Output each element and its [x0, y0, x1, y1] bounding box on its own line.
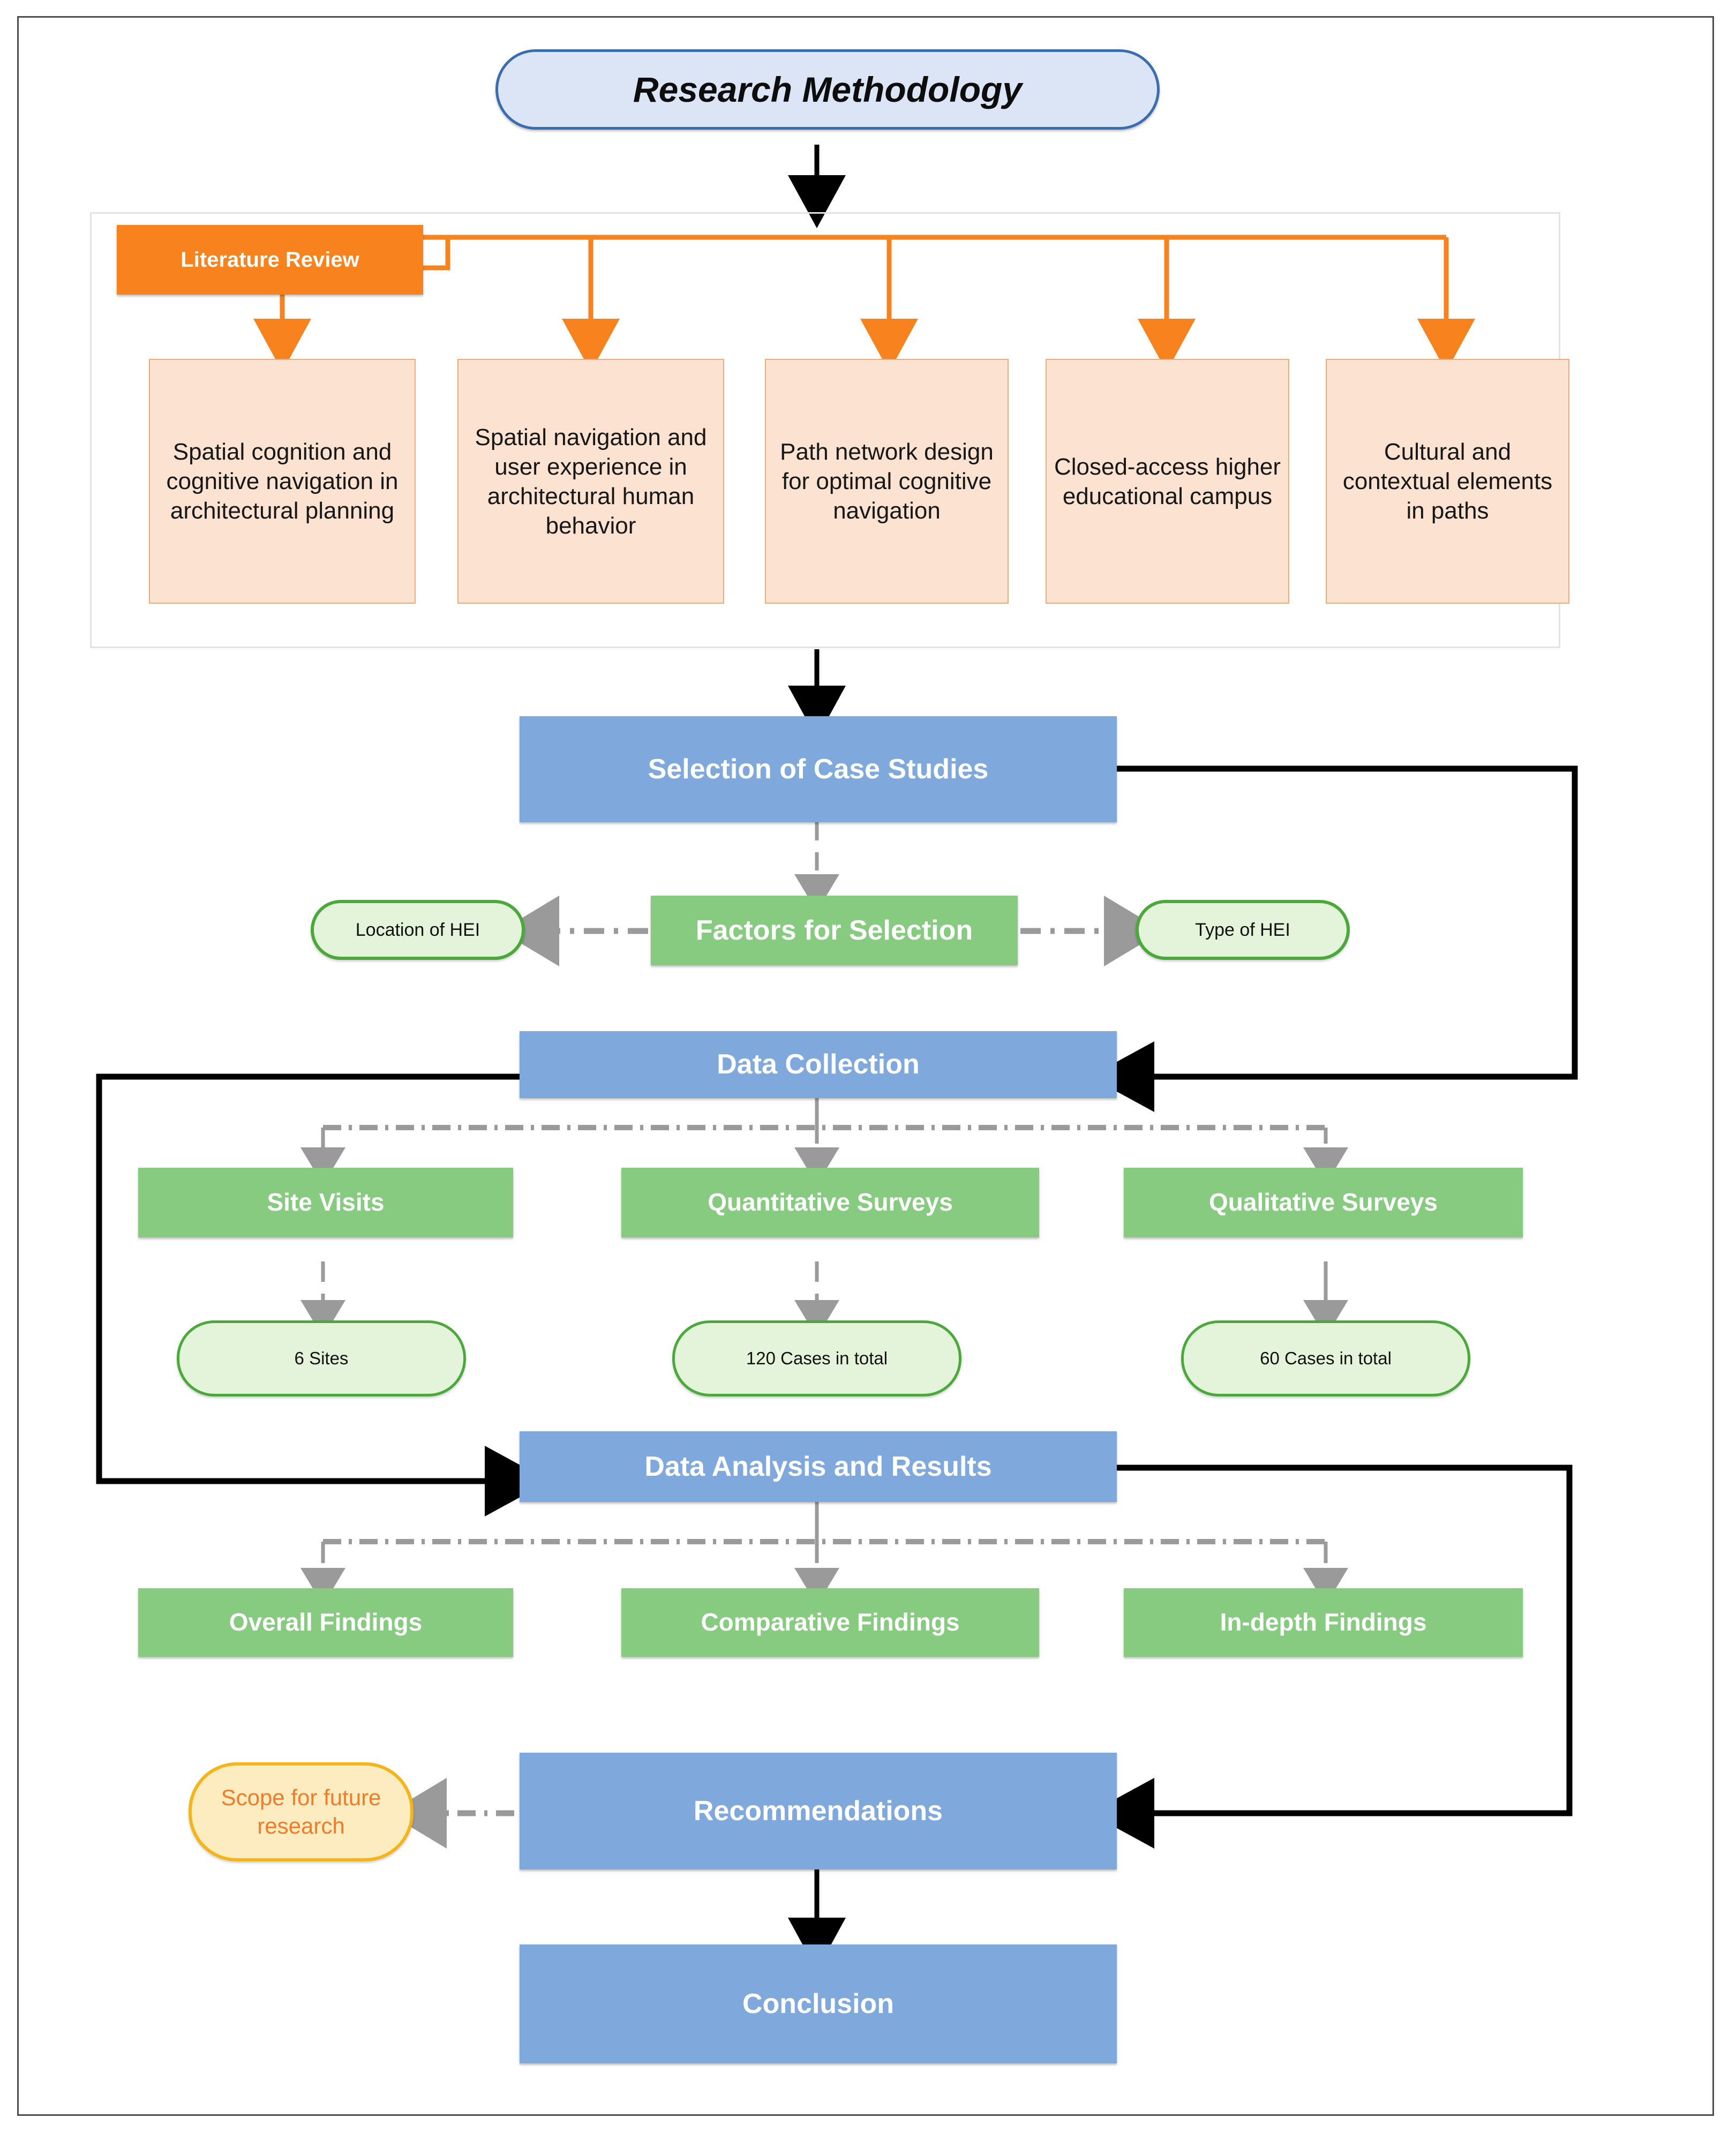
diagram-title: Research Methodology: [495, 49, 1160, 130]
stage-data-analysis-label: Data Analysis and Results: [644, 1451, 992, 1482]
finding-comparative: Comparative Findings: [621, 1588, 1039, 1657]
factors-for-selection: Factors for Selection: [651, 896, 1018, 965]
literature-topic-4-label: Closed-access higher educational campus: [1054, 453, 1281, 509]
finding-overall: Overall Findings: [138, 1588, 513, 1657]
connector-selection-loop-to-collection: [1089, 765, 1578, 1112]
stage-selection-label: Selection of Case Studies: [648, 753, 989, 785]
factors-for-selection-label: Factors for Selection: [695, 914, 973, 946]
finding-comparative-label: Comparative Findings: [701, 1608, 960, 1636]
literature-topic-3: Path network design for optimal cognitiv…: [765, 359, 1009, 604]
literature-topic-5: Cultural and contextual elements in path…: [1326, 359, 1569, 604]
stage-data-collection: Data Collection: [520, 1031, 1117, 1098]
collection-count-quantitative: 120 Cases in total: [672, 1320, 961, 1396]
stage-recommendations-label: Recommendations: [693, 1795, 943, 1827]
stage-data-analysis-and-results: Data Analysis and Results: [520, 1431, 1117, 1502]
finding-overall-label: Overall Findings: [229, 1608, 423, 1636]
factor-type-of-hei-label: Type of HEI: [1195, 919, 1290, 940]
literature-topic-5-label: Cultural and contextual elements in path…: [1342, 439, 1553, 524]
collection-count-site-visits: 6 Sites: [177, 1320, 466, 1396]
factor-location-of-hei-label: Location of HEI: [355, 919, 480, 940]
literature-topic-2-label: Spatial navigation and user experience i…: [475, 424, 707, 539]
collection-method-quantitative-surveys-label: Quantitative Surveys: [708, 1188, 953, 1216]
scope-for-future-research-label: Scope for future research: [221, 1785, 381, 1838]
stage-conclusion: Conclusion: [520, 1944, 1117, 2063]
stage-selection-of-case-studies: Selection of Case Studies: [520, 716, 1117, 822]
stage-data-collection-label: Data Collection: [717, 1049, 920, 1080]
literature-review-heading-label: Literature Review: [181, 248, 359, 272]
collection-count-site-visits-label: 6 Sites: [294, 1348, 349, 1369]
stage-conclusion-label: Conclusion: [742, 1988, 895, 2019]
collection-count-qualitative: 60 Cases in total: [1181, 1320, 1470, 1396]
factor-type-of-hei: Type of HEI: [1136, 900, 1350, 960]
diagram-title-label: Research Methodology: [633, 69, 1023, 109]
collection-method-qualitative-surveys-label: Qualitative Surveys: [1209, 1188, 1438, 1216]
factor-location-of-hei: Location of HEI: [311, 900, 525, 960]
collection-method-qualitative-surveys: Qualitative Surveys: [1124, 1168, 1523, 1237]
literature-topic-1: Spatial cognition and cognitive navigati…: [149, 359, 416, 604]
collection-method-site-visits: Site Visits: [138, 1168, 513, 1237]
connector-collection-loop-to-analysis: [96, 1073, 550, 1516]
collection-count-qualitative-label: 60 Cases in total: [1260, 1348, 1392, 1369]
literature-topic-1-label: Spatial cognition and cognitive navigati…: [166, 439, 399, 524]
collection-method-site-visits-label: Site Visits: [267, 1188, 385, 1216]
literature-topic-4: Closed-access higher educational campus: [1046, 359, 1289, 604]
collection-count-quantitative-label: 120 Cases in total: [746, 1348, 888, 1369]
collection-method-quantitative-surveys: Quantitative Surveys: [621, 1168, 1039, 1237]
scope-for-future-research: Scope for future research: [189, 1762, 414, 1861]
stage-recommendations: Recommendations: [520, 1753, 1117, 1869]
connector-analysis-loop-to-recommendations: [1089, 1464, 1573, 1849]
literature-topic-3-label: Path network design for optimal cognitiv…: [780, 439, 994, 524]
literature-topic-2: Spatial navigation and user experience i…: [457, 359, 724, 604]
literature-review-heading: Literature Review: [117, 225, 423, 295]
finding-in-depth: In-depth Findings: [1124, 1588, 1523, 1657]
finding-in-depth-label: In-depth Findings: [1220, 1608, 1427, 1636]
